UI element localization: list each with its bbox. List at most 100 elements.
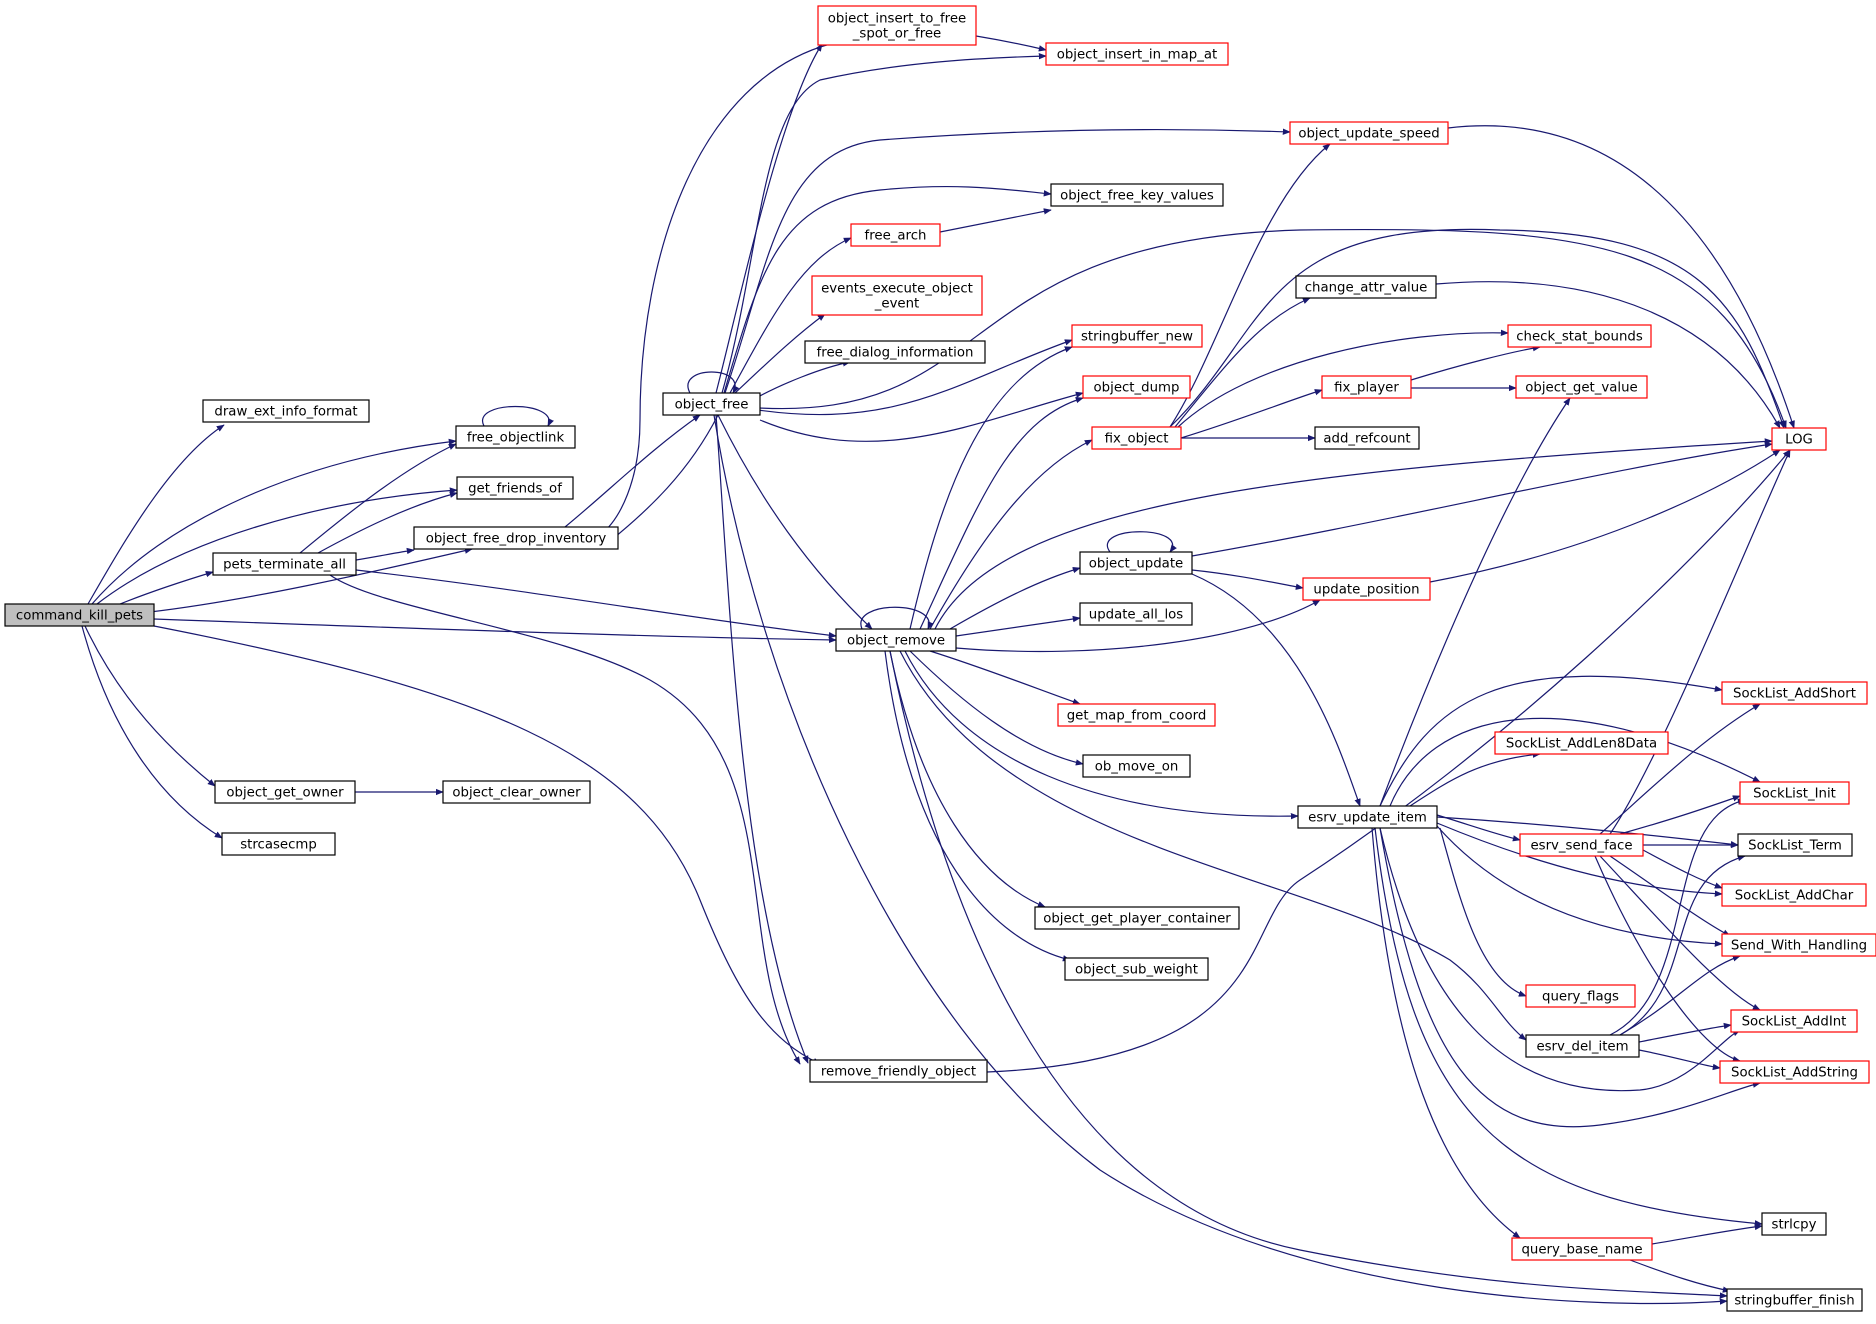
edge-object_remove-to-stringbuffer_new bbox=[909, 346, 1073, 630]
node-box bbox=[442, 780, 591, 804]
node-label: free_arch bbox=[865, 229, 927, 244]
edge-object_free-to-events_execute_object_event bbox=[734, 313, 826, 394]
node-label: object_dump bbox=[1094, 381, 1180, 396]
node-label: free_objectlink bbox=[467, 431, 565, 446]
node-SockList_AddString[interactable]: SockList_AddString bbox=[1719, 1060, 1870, 1084]
node-box bbox=[1730, 1009, 1858, 1033]
node-strcasecmp[interactable]: strcasecmp bbox=[221, 832, 336, 856]
edge-object_free-to-remove_friendly_object bbox=[715, 414, 809, 1064]
node-box bbox=[1721, 883, 1867, 907]
node-object_free_key_values[interactable]: object_free_key_values bbox=[1050, 183, 1224, 207]
edge-fix_object-to-LOG bbox=[1169, 228, 1785, 429]
node-object_dump[interactable]: object_dump bbox=[1082, 375, 1191, 399]
edge-object_remove-to-LOG bbox=[934, 438, 1773, 630]
edge-esrv_send_face-to-SockList_AddChar bbox=[1642, 849, 1723, 889]
edge-object_remove-to-object_sub_weight bbox=[884, 650, 1071, 962]
edge-object_remove-to-stringbuffer_finish bbox=[889, 650, 1728, 1299]
node-query_flags[interactable]: query_flags bbox=[1525, 984, 1636, 1008]
edge-change_attr_value-to-LOG bbox=[1435, 281, 1781, 429]
node-object_update_speed[interactable]: object_update_speed bbox=[1289, 121, 1449, 145]
node-object_clear_owner[interactable]: object_clear_owner bbox=[442, 780, 591, 804]
node-command_kill_pets[interactable]: command_kill_pets bbox=[4, 603, 155, 627]
node-get_friends_of[interactable]: get_friends_of bbox=[456, 476, 574, 500]
edge-esrv_send_face-to-SockList_Init bbox=[1619, 795, 1741, 835]
node-fix_object[interactable]: fix_object bbox=[1091, 426, 1182, 450]
node-label: object_get_owner bbox=[226, 786, 344, 801]
node-label: stringbuffer_finish bbox=[1734, 1294, 1854, 1309]
node-box bbox=[1082, 375, 1191, 399]
node-SockList_AddInt[interactable]: SockList_AddInt bbox=[1730, 1009, 1858, 1033]
edge-fix_object-to-check_stat_bounds bbox=[1177, 329, 1509, 428]
node-ob_move_on[interactable]: ob_move_on bbox=[1082, 754, 1191, 778]
node-object_insert_to_free_spot_or_free[interactable]: object_insert_to_free_spot_or_free bbox=[817, 5, 977, 46]
node-free_objectlink[interactable]: free_objectlink bbox=[455, 425, 576, 449]
node-object_get_player_container[interactable]: object_get_player_container bbox=[1034, 906, 1240, 930]
node-box bbox=[835, 628, 957, 652]
node-strlcpy[interactable]: strlcpy bbox=[1761, 1212, 1827, 1236]
node-get_map_from_coord[interactable]: get_map_from_coord bbox=[1057, 703, 1216, 727]
node-box bbox=[662, 392, 761, 416]
edge-object_free-to-object_dump bbox=[759, 391, 1084, 442]
edge-command_kill_pets-to-object_free_drop_inventory bbox=[149, 547, 473, 613]
node-object_insert_in_map_at[interactable]: object_insert_in_map_at bbox=[1045, 42, 1229, 66]
node-object_free[interactable]: object_free bbox=[662, 392, 761, 416]
edge-esrv_send_face-to-SockList_AddInt bbox=[1599, 855, 1761, 1011]
node-LOG[interactable]: LOG bbox=[1771, 427, 1827, 451]
node-Send_With_Handling[interactable]: Send_With_Handling bbox=[1721, 933, 1876, 957]
node-SockList_AddShort[interactable]: SockList_AddShort bbox=[1721, 681, 1868, 705]
edge-esrv_update_item-to-SockList_Term bbox=[1436, 816, 1739, 848]
edge-esrv_update_item-to-strlcpy bbox=[1374, 827, 1763, 1227]
node-object_sub_weight[interactable]: object_sub_weight bbox=[1064, 957, 1209, 981]
edge-object_remove-to-object_remove bbox=[860, 606, 934, 630]
node-object_get_value[interactable]: object_get_value bbox=[1515, 375, 1648, 399]
node-label: add_refcount bbox=[1323, 432, 1410, 447]
node-stringbuffer_new[interactable]: stringbuffer_new bbox=[1071, 324, 1203, 348]
node-object_update[interactable]: object_update bbox=[1079, 551, 1193, 575]
edge-object_remove-to-object_get_player_container bbox=[889, 650, 1046, 908]
node-remove_friendly_object[interactable]: remove_friendly_object bbox=[809, 1059, 988, 1083]
edge-object_insert_to_free_spot_or_free-to-object_insert_in_map_at bbox=[975, 35, 1047, 52]
node-fix_player[interactable]: fix_player bbox=[1321, 375, 1412, 399]
node-change_attr_value[interactable]: change_attr_value bbox=[1295, 275, 1437, 299]
node-box bbox=[1302, 577, 1431, 601]
node-events_execute_object_event[interactable]: events_execute_object_event bbox=[811, 275, 983, 316]
edge-object_insert_to_free_spot_or_free-to-object_free_drop_inventory bbox=[599, 43, 831, 536]
node-box bbox=[1719, 1060, 1870, 1084]
node-label: SockList_AddShort bbox=[1733, 687, 1856, 702]
node-esrv_del_item[interactable]: esrv_del_item bbox=[1525, 1034, 1640, 1058]
node-label: fix_player bbox=[1334, 381, 1399, 396]
node-draw_ext_info_format[interactable]: draw_ext_info_format bbox=[202, 399, 370, 423]
node-check_stat_bounds[interactable]: check_stat_bounds bbox=[1507, 324, 1652, 348]
node-label: SockList_AddLen8Data bbox=[1506, 737, 1657, 752]
node-object_get_owner[interactable]: object_get_owner bbox=[214, 780, 356, 804]
node-pets_terminate_all[interactable]: pets_terminate_all bbox=[212, 552, 357, 576]
edge-esrv_del_item-to-SockList_AddInt bbox=[1638, 1022, 1732, 1043]
node-SockList_AddChar[interactable]: SockList_AddChar bbox=[1721, 883, 1867, 907]
node-stringbuffer_finish[interactable]: stringbuffer_finish bbox=[1726, 1288, 1863, 1312]
node-label: query_base_name bbox=[1521, 1243, 1642, 1258]
edge-object_free-to-object_free_key_values bbox=[723, 185, 1052, 394]
node-free_dialog_information[interactable]: free_dialog_information bbox=[804, 340, 986, 364]
node-SockList_Init[interactable]: SockList_Init bbox=[1739, 781, 1850, 805]
edge-esrv_update_item-to-SockList_Init bbox=[1389, 717, 1761, 807]
node-query_base_name[interactable]: query_base_name bbox=[1511, 1237, 1653, 1261]
node-add_refcount[interactable]: add_refcount bbox=[1314, 426, 1420, 450]
edge-pets_terminate_all-to-object_remove bbox=[355, 569, 837, 639]
node-object_free_drop_inventory[interactable]: object_free_drop_inventory bbox=[413, 526, 619, 550]
node-SockList_AddLen8Data[interactable]: SockList_AddLen8Data bbox=[1494, 731, 1669, 755]
edge-esrv_del_item-to-Send_With_Handling bbox=[1619, 955, 1741, 1036]
edge-esrv_update_item-to-object_get_value bbox=[1379, 397, 1571, 807]
edge-object_remove-to-esrv_update_item bbox=[904, 650, 1299, 820]
node-label: strlcpy bbox=[1772, 1218, 1817, 1233]
node-SockList_Term[interactable]: SockList_Term bbox=[1737, 833, 1853, 857]
node-esrv_send_face[interactable]: esrv_send_face bbox=[1519, 833, 1644, 857]
node-label: ob_move_on bbox=[1095, 760, 1179, 775]
node-label: query_flags bbox=[1542, 990, 1619, 1005]
node-box bbox=[1525, 1034, 1640, 1058]
node-object_remove[interactable]: object_remove bbox=[835, 628, 957, 652]
node-update_position[interactable]: update_position bbox=[1302, 577, 1431, 601]
node-esrv_update_item[interactable]: esrv_update_item bbox=[1297, 805, 1438, 829]
edge-object_update-to-esrv_update_item bbox=[1191, 573, 1361, 807]
node-update_all_los[interactable]: update_all_los bbox=[1079, 602, 1193, 626]
node-free_arch[interactable]: free_arch bbox=[850, 223, 941, 247]
